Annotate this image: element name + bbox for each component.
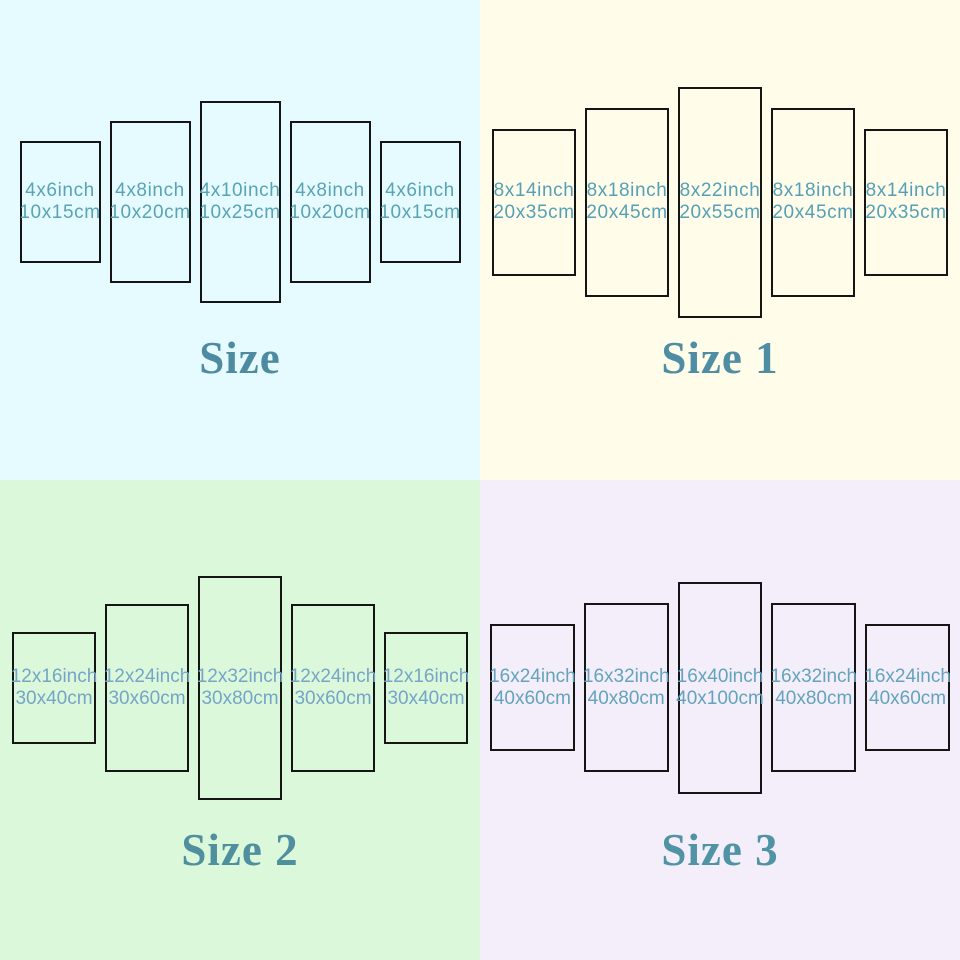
panel-size-label: 12x16inch 30x40cm (11, 666, 98, 710)
panel-size-cm: 10x25cm (199, 202, 281, 223)
canvas-panel: 16x32inch 40x80cm (583, 602, 670, 773)
panel-size-inch: 4x8inch (115, 180, 185, 201)
canvas-panel: 16x24inch 40x60cm (489, 623, 576, 752)
panel-size-cm: 10x15cm (19, 202, 101, 223)
panel-row: 12x16inch 30x40cm 12x24inch 30x60cm 12x3… (0, 480, 480, 895)
panel-size-cm: 40x60cm (493, 687, 571, 709)
panel-size-label: 12x24inch 30x60cm (290, 666, 377, 710)
panel-size-cm: 30x80cm (201, 687, 279, 709)
canvas-panel: 16x32inch 40x80cm (770, 602, 857, 773)
panel-size-cm: 40x60cm (869, 687, 947, 709)
size-chart-quadrant-size: 4x6inch 10x15cm 4x8inch 10x20cm 4x10inch… (0, 0, 480, 480)
panel-size-inch: 12x16inch (10, 665, 98, 687)
canvas-panel: 12x24inch 30x60cm (290, 603, 377, 772)
size-chart-quadrant-size-1: 8x14inch 20x35cm 8x18inch 20x45cm 8x22in… (480, 0, 960, 480)
panel-size-cm: 40x100cm (676, 687, 764, 709)
panel-size-label: 16x32inch 40x80cm (770, 666, 857, 710)
panel-row: 8x14inch 20x35cm 8x18inch 20x45cm 8x22in… (480, 0, 960, 404)
quadrant-title: Size 3 (661, 825, 779, 875)
panel-size-inch: 4x6inch (25, 180, 95, 201)
panel-size-label: 8x18inch 20x45cm (586, 180, 667, 224)
quadrant-title: Size (199, 333, 281, 383)
panel-size-label: 8x18inch 20x45cm (772, 180, 853, 224)
canvas-panel: 8x18inch 20x45cm (771, 107, 855, 297)
panel-size-inch: 16x24inch (489, 665, 576, 687)
canvas-panel: 8x22inch 20x55cm (678, 86, 762, 318)
panel-size-inch: 16x32inch (770, 665, 858, 687)
panel-size-cm: 20x45cm (586, 202, 668, 223)
panel-size-label: 8x14inch 20x35cm (865, 180, 946, 224)
canvas-panel: 12x16inch 30x40cm (383, 631, 470, 744)
panel-size-inch: 4x10inch (199, 180, 281, 201)
panel-size-inch: 16x40inch (676, 665, 764, 687)
panel-size-cm: 20x35cm (865, 202, 947, 223)
canvas-panel: 8x14inch 20x35cm (864, 128, 948, 276)
panel-size-label: 16x24inch 40x60cm (864, 666, 951, 710)
canvas-panel: 4x10inch 10x25cm (199, 100, 281, 304)
panel-size-cm: 40x80cm (587, 687, 665, 709)
panel-size-label: 8x14inch 20x35cm (493, 180, 574, 224)
panel-size-inch: 8x14inch (865, 180, 947, 201)
canvas-panel: 4x8inch 10x20cm (289, 121, 371, 283)
panel-size-cm: 30x40cm (387, 687, 465, 709)
panel-size-label: 12x32inch 30x80cm (197, 666, 284, 710)
canvas-panel: 12x24inch 30x60cm (104, 603, 191, 772)
canvas-panel: 4x6inch 10x15cm (379, 141, 461, 263)
panel-size-label: 4x8inch 10x20cm (109, 180, 190, 224)
panel-size-label: 12x24inch 30x60cm (104, 666, 191, 710)
panel-size-cm: 30x60cm (108, 687, 186, 709)
size-chart-quadrant-size-3: 16x24inch 40x60cm 16x32inch 40x80cm 16x4… (480, 480, 960, 960)
panel-size-inch: 8x22inch (679, 180, 761, 201)
canvas-panel: 8x18inch 20x45cm (585, 107, 669, 297)
panel-size-inch: 12x24inch (103, 665, 191, 687)
panel-size-label: 8x22inch 20x55cm (679, 180, 760, 224)
size-chart-quadrant-size-2: 12x16inch 30x40cm 12x24inch 30x60cm 12x3… (0, 480, 480, 960)
canvas-panel: 16x24inch 40x60cm (864, 623, 951, 752)
quadrant-title: Size 1 (661, 333, 779, 383)
canvas-panel: 12x32inch 30x80cm (197, 575, 284, 800)
panel-size-cm: 30x40cm (15, 687, 93, 709)
panel-size-label: 12x16inch 30x40cm (383, 666, 470, 710)
panel-row: 16x24inch 40x60cm 16x32inch 40x80cm 16x4… (480, 480, 960, 895)
panel-size-cm: 20x45cm (772, 202, 854, 223)
panel-size-inch: 8x18inch (586, 180, 668, 201)
canvas-panel: 12x16inch 30x40cm (11, 631, 98, 744)
panel-size-label: 16x40inch 40x100cm (676, 666, 764, 710)
panel-size-inch: 4x6inch (385, 180, 455, 201)
panel-size-inch: 8x14inch (493, 180, 575, 201)
panel-size-cm: 20x55cm (679, 202, 761, 223)
canvas-panel: 4x6inch 10x15cm (19, 141, 101, 263)
panel-size-cm: 20x35cm (493, 202, 575, 223)
panel-size-inch: 16x32inch (582, 665, 670, 687)
panel-size-label: 4x8inch 10x20cm (289, 180, 370, 224)
canvas-panel: 8x14inch 20x35cm (492, 128, 576, 276)
panel-size-cm: 30x60cm (294, 687, 372, 709)
panel-size-label: 4x6inch 10x15cm (379, 180, 460, 224)
panel-size-label: 4x6inch 10x15cm (19, 180, 100, 224)
panel-size-inch: 12x32inch (196, 665, 284, 687)
panel-size-label: 16x32inch 40x80cm (583, 666, 670, 710)
panel-size-cm: 10x20cm (109, 202, 191, 223)
panel-size-inch: 16x24inch (864, 665, 951, 687)
panel-size-cm: 10x15cm (379, 202, 461, 223)
panel-size-inch: 12x16inch (382, 665, 470, 687)
panel-row: 4x6inch 10x15cm 4x8inch 10x20cm 4x10inch… (0, 0, 480, 404)
panel-size-cm: 40x80cm (775, 687, 853, 709)
panel-size-label: 4x10inch 10x25cm (199, 180, 280, 224)
panel-size-inch: 8x18inch (772, 180, 854, 201)
canvas-panel: 16x40inch 40x100cm (676, 581, 764, 794)
panel-size-inch: 4x8inch (295, 180, 365, 201)
panel-size-inch: 12x24inch (289, 665, 377, 687)
panel-size-label: 16x24inch 40x60cm (489, 666, 576, 710)
canvas-panel: 4x8inch 10x20cm (109, 121, 191, 283)
quadrant-title: Size 2 (181, 825, 299, 875)
panel-size-cm: 10x20cm (289, 202, 371, 223)
